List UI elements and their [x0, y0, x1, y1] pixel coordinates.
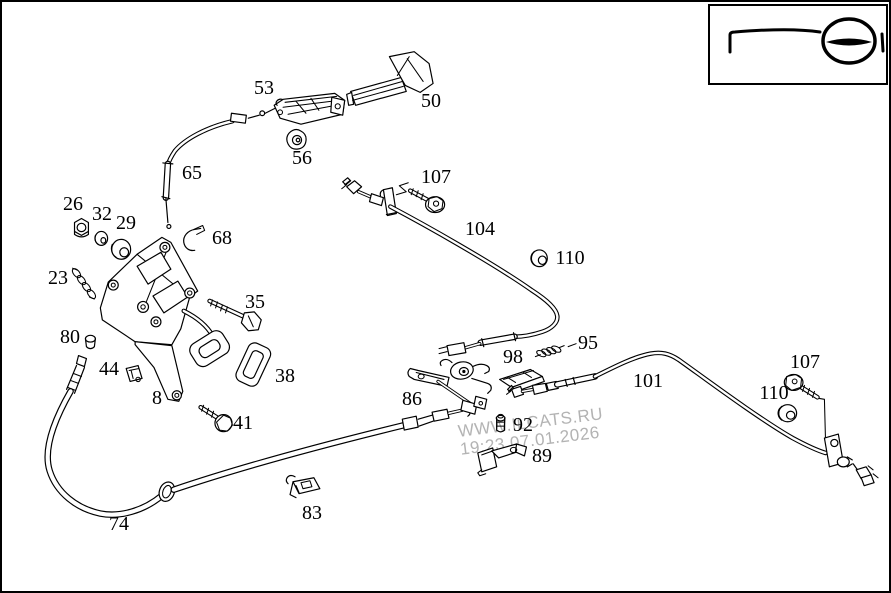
- legend-box: [708, 4, 888, 85]
- cable-65: [161, 107, 276, 230]
- bushing-80: [84, 334, 96, 350]
- cable-101: [506, 350, 879, 487]
- pedal-bracket-8: [99, 236, 231, 402]
- cable-74: [44, 355, 471, 518]
- bracket-89: [477, 443, 528, 477]
- release-mechanism-53: [273, 92, 346, 125]
- spring-23: [71, 267, 97, 300]
- bushing-29: [110, 238, 132, 260]
- grommet-110-front: [530, 249, 548, 268]
- clip-44: [125, 364, 143, 383]
- clip-83: [285, 474, 321, 499]
- bolt-35: [207, 298, 262, 332]
- nut-26: [73, 217, 90, 238]
- cable-104: [341, 177, 560, 357]
- bolt-107-rear: [783, 373, 820, 400]
- handle-50: [346, 51, 434, 106]
- parking-brake-lever-icon: [728, 17, 885, 65]
- grommet-56: [286, 128, 307, 150]
- hook-68: [183, 224, 206, 252]
- spring-95: [534, 343, 577, 358]
- equalizer-86: [407, 358, 492, 415]
- pedal-pad-38: [235, 342, 272, 387]
- washer-32: [94, 230, 109, 246]
- pin-92: [495, 413, 506, 433]
- grommet-110-rear: [777, 404, 798, 423]
- bolt-41: [198, 404, 233, 433]
